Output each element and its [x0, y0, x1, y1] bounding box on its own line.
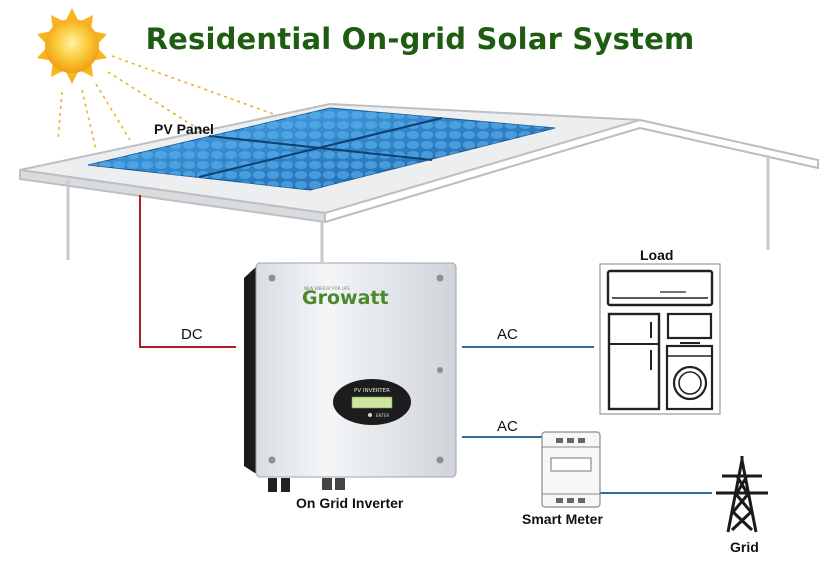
- load-label: Load: [640, 247, 674, 263]
- smart-meter-icon: [541, 431, 601, 508]
- sun-rays: [57, 55, 291, 151]
- tv-icon: [666, 312, 713, 344]
- load-appliances: [599, 263, 721, 415]
- air-conditioner-icon: [606, 269, 714, 307]
- ac-meter-label: AC: [497, 418, 518, 435]
- dc-wire: [139, 195, 236, 348]
- washing-machine-icon: [665, 344, 714, 411]
- transmission-tower-icon: [716, 456, 768, 533]
- solar-panel-icon: [87, 107, 556, 191]
- sun-icon: [37, 8, 107, 84]
- inverter-brand: Growatt: [302, 287, 389, 309]
- refrigerator-icon: [607, 312, 661, 411]
- inverter-label: On Grid Inverter: [296, 495, 404, 511]
- smart-meter-label: Smart Meter: [522, 511, 603, 527]
- inverter-display-label: PV INVERTER: [354, 388, 390, 394]
- ac-load-label: AC: [497, 326, 518, 343]
- page-title: Residential On-grid Solar System: [145, 22, 695, 56]
- inverter-icon: [244, 262, 457, 492]
- inverter-button-label: ENTER: [376, 413, 389, 418]
- dc-label: DC: [181, 326, 203, 343]
- pv-panel-label: PV Panel: [154, 121, 214, 137]
- inverter-brand-tagline: NEW ENERGY FOR LIFE: [304, 286, 350, 291]
- grid-label: Grid: [730, 539, 759, 555]
